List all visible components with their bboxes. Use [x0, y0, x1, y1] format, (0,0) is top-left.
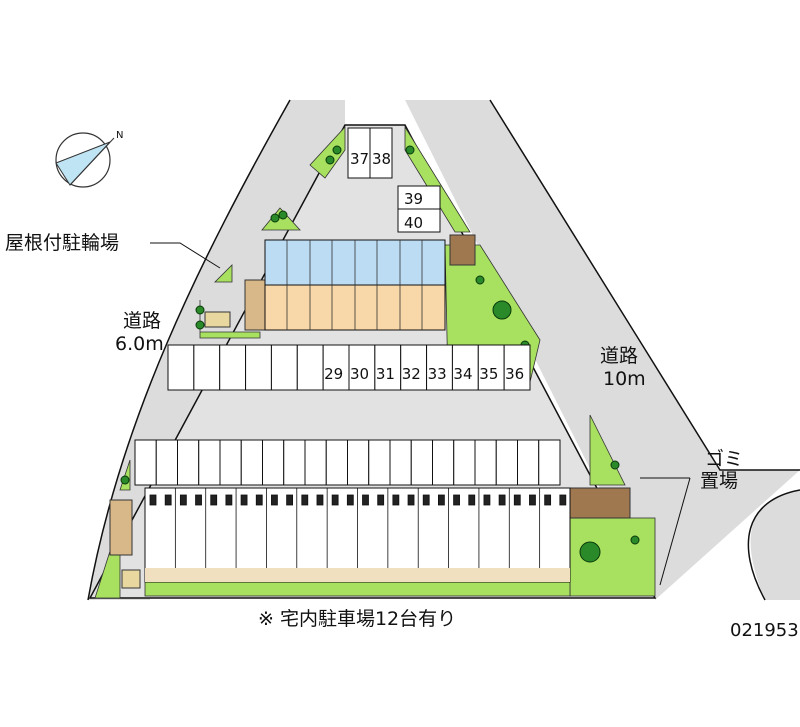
parking-stall: [477, 344, 505, 391]
unit-detail: [559, 494, 567, 506]
unit-detail: [513, 494, 521, 506]
stall-number: 32: [402, 365, 421, 383]
parking-stall: [283, 439, 306, 486]
unit-detail: [422, 494, 430, 506]
left-road-name: 道路: [123, 310, 162, 332]
unit-detail: [195, 494, 202, 506]
parking-stall: [410, 439, 433, 486]
parking-lower-row: [134, 439, 561, 486]
unit-detail: [225, 494, 233, 506]
parking-stall: [495, 439, 518, 486]
unit-detail: [210, 494, 218, 506]
property-code: 021953: [730, 620, 799, 641]
unit-detail: [362, 494, 369, 506]
parking-stall: [374, 344, 402, 391]
unit-detail: [483, 494, 491, 506]
parking-stall: [538, 439, 561, 486]
unit-detail: [377, 494, 385, 506]
unit-detail: [392, 494, 400, 506]
right-road-name: 道路: [600, 345, 639, 367]
garbage-area-label-1: ゴミ: [705, 448, 744, 470]
unit-detail: [498, 494, 506, 506]
parking-side-pair: 39 40: [397, 185, 441, 233]
parking-stall: [240, 439, 263, 486]
stall-39: 39: [404, 190, 423, 208]
bicycle-parking-label: 屋根付駐輪場: [5, 232, 120, 254]
unit-detail: [164, 494, 172, 506]
stall-number: 31: [376, 365, 395, 383]
lower-building: [109, 487, 571, 589]
parking-stall: [474, 439, 497, 486]
unit-detail: [301, 494, 309, 506]
parking-stall: [262, 439, 285, 486]
parking-stall: [177, 439, 200, 486]
parking-note: ※ 宅内駐車場12台有り: [258, 608, 457, 630]
parking-stall: [322, 344, 350, 391]
upper-building: [204, 239, 446, 331]
unit-detail: [529, 494, 536, 506]
parking-stall: [348, 344, 376, 391]
parking-stall: [193, 344, 221, 391]
parking-stall: [325, 439, 348, 486]
parking-upper-row: 29 30 31 32 33 34 35 36: [167, 344, 531, 391]
parking-stall: [167, 344, 195, 391]
parking-stall: [296, 344, 324, 391]
stall-number: 34: [453, 365, 472, 383]
trees: [120, 145, 640, 563]
unit-detail: [240, 494, 248, 506]
stall-number: 36: [505, 365, 524, 383]
parking-stall: [389, 439, 412, 486]
unit-detail: [407, 494, 415, 506]
unit-detail: [437, 494, 445, 506]
unit-detail: [316, 494, 324, 506]
parking-top-pair: 37 38: [347, 127, 393, 179]
garbage-area: [569, 487, 631, 519]
parking-stall: [432, 439, 455, 486]
parking-stall: [503, 344, 531, 391]
unit-detail: [544, 494, 552, 506]
unit-detail: [149, 494, 157, 506]
left-road-width: 6.0m: [115, 333, 164, 355]
stall-37: 37: [350, 150, 369, 168]
stall-number: 33: [428, 365, 447, 383]
right-road-width: 10m: [603, 368, 646, 390]
parking-stall: [198, 439, 221, 486]
stall-number: 29: [324, 365, 343, 383]
stall-38: 38: [372, 150, 391, 168]
unit-detail: [271, 494, 278, 506]
stall-40: 40: [404, 214, 423, 232]
parking-stall: [219, 439, 242, 486]
parking-stall: [270, 344, 298, 391]
parking-stall: [155, 439, 178, 486]
unit-detail: [286, 494, 294, 506]
stall-number: 35: [479, 365, 498, 383]
parking-stall: [426, 344, 453, 391]
compass-icon: N: [55, 130, 123, 188]
unit-detail: [179, 494, 187, 506]
unit-detail: [331, 494, 339, 506]
unit-detail: [468, 494, 476, 506]
unit-detail: [453, 494, 460, 506]
unit-detail: [346, 494, 354, 506]
parking-stall: [453, 439, 476, 486]
garbage-area-label-2: 置場: [700, 470, 739, 492]
parking-stall: [451, 344, 479, 391]
parking-stall: [134, 439, 157, 486]
right-road: [405, 100, 800, 600]
parking-stall: [347, 439, 370, 486]
unit-detail: [255, 494, 263, 506]
parking-stall: [219, 344, 247, 391]
parking-stall: [245, 344, 272, 391]
parking-stall: [368, 439, 391, 486]
parking-stall: [517, 439, 540, 486]
parking-stall: [304, 439, 327, 486]
stall-number: 30: [350, 365, 369, 383]
compass-north-label: N: [116, 130, 123, 141]
